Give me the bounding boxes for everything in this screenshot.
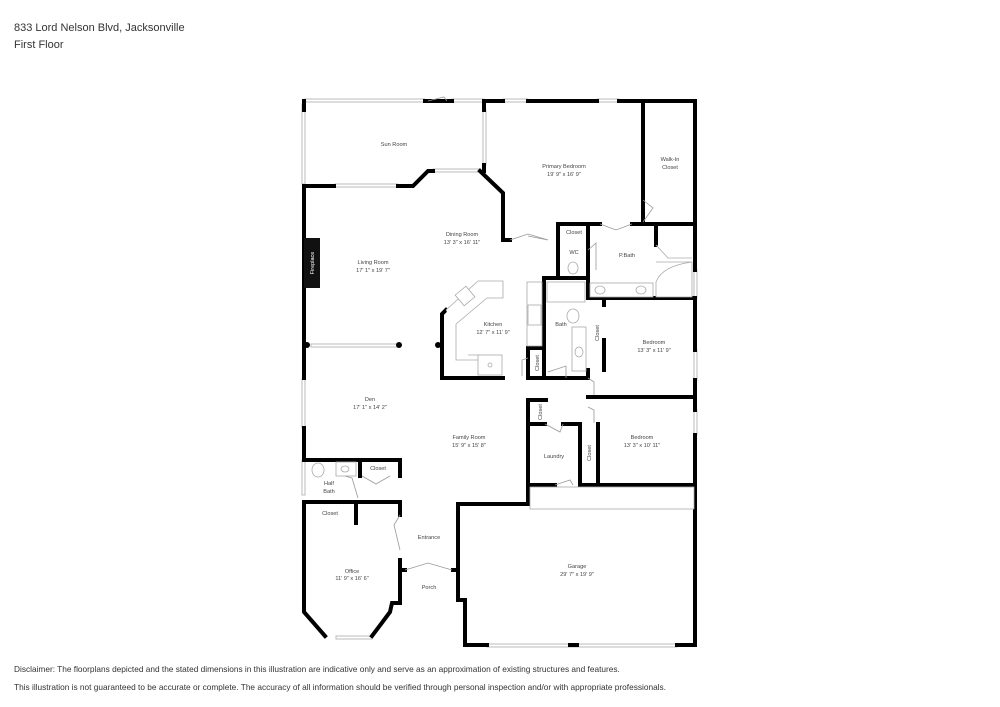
floor-label: First Floor <box>14 39 64 51</box>
closet-half-label: Closet <box>370 466 386 472</box>
fireplace-label: Fireplace <box>310 252 316 275</box>
column <box>435 342 441 348</box>
column <box>396 342 402 348</box>
fireplace-block <box>304 238 320 288</box>
closet-bed2-label: Closet <box>587 445 593 461</box>
kitchen-dims: 12' 7" x 11' 9" <box>476 330 509 336</box>
fixtures <box>311 244 695 510</box>
half-bath-label-2: Bath <box>323 489 335 495</box>
den-label: Den <box>365 397 375 403</box>
kitchen-label: Kitchen <box>484 322 503 328</box>
pbath-label: P.Bath <box>619 253 635 259</box>
half-bath-label: Half <box>324 481 334 487</box>
bedroom1-dims: 13' 3" x 11' 9" <box>637 348 670 354</box>
walk-in-closet-label: Walk-In <box>661 157 680 163</box>
disclaimer-line-1: Disclaimer: The floorplans depicted and … <box>14 664 620 674</box>
closet-bed1-label: Closet <box>595 325 601 341</box>
disclaimer-line-2: This illustration is not guaranteed to b… <box>14 682 666 692</box>
bedroom1-label: Bedroom <box>643 340 666 346</box>
bedroom2-label: Bedroom <box>631 435 654 441</box>
office-dims: 11' 9" x 16' 6" <box>335 576 368 582</box>
den-dims: 17' 1" x 14' 2" <box>353 405 387 411</box>
wc-label: WC <box>569 250 578 256</box>
dining-room-label: Dining Room <box>446 232 479 238</box>
office-label: Office <box>345 569 360 575</box>
living-room-dims: 17' 1" x 19' 7" <box>356 268 390 274</box>
walk-in-closet-label-2: Closet <box>662 165 678 171</box>
walls <box>302 99 697 647</box>
family-room-label: Family Room <box>453 435 486 441</box>
laundry-label: Laundry <box>544 454 564 460</box>
primary-bedroom-label: Primary Bedroom <box>542 164 586 170</box>
sun-room-label: Sun Room <box>381 142 408 148</box>
garage-label: Garage <box>568 564 587 570</box>
doors <box>344 96 654 571</box>
entrance-label: Entrance <box>418 535 440 541</box>
bath-label: Bath <box>555 322 567 328</box>
family-room-dims: 15' 9" x 15' 8" <box>452 443 486 449</box>
closet-laundry-label: Closet <box>538 404 544 420</box>
living-room-label: Living Room <box>357 260 388 266</box>
primary-bedroom-dims: 19' 9" x 16' 9" <box>547 172 581 178</box>
closet-wc-label: Closet <box>566 230 582 236</box>
porch-label: Porch <box>422 585 437 591</box>
bedroom2-dims: 13' 3" x 10' 11" <box>624 443 660 449</box>
dining-room-dims: 13' 3" x 16' 11" <box>444 240 480 246</box>
property-address: 833 Lord Nelson Blvd, Jacksonville <box>14 22 185 34</box>
column <box>304 342 310 348</box>
closet-office-label: Closet <box>322 511 338 517</box>
garage-dims: 29' 7" x 19' 9" <box>560 572 594 578</box>
room-labels: Sun Room Primary Bedroom 19' 9" x 16' 9"… <box>322 142 679 591</box>
closet-bath-label: Closet <box>535 355 541 371</box>
